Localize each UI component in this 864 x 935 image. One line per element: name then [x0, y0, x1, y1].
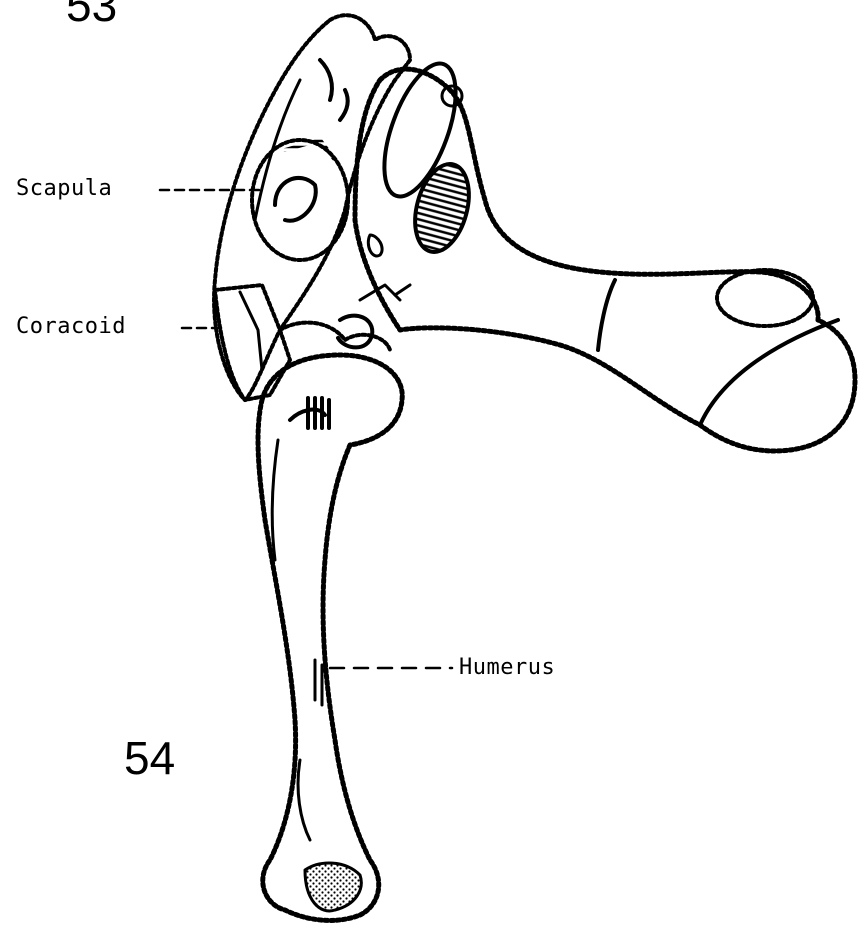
figure-number-top: 53: [66, 0, 117, 28]
humerus-label: Humerus: [459, 657, 555, 679]
coracoid-shape: [215, 285, 290, 400]
coracoid-label: Coracoid: [16, 316, 126, 338]
scapula-shape: [214, 15, 410, 400]
scapula-label: Scapula: [16, 178, 112, 200]
leader-lines: [160, 190, 452, 668]
figure-number-bottom: 54: [124, 735, 175, 781]
radius-ulna-shape: [355, 55, 855, 451]
humerus-shape: [258, 355, 402, 920]
